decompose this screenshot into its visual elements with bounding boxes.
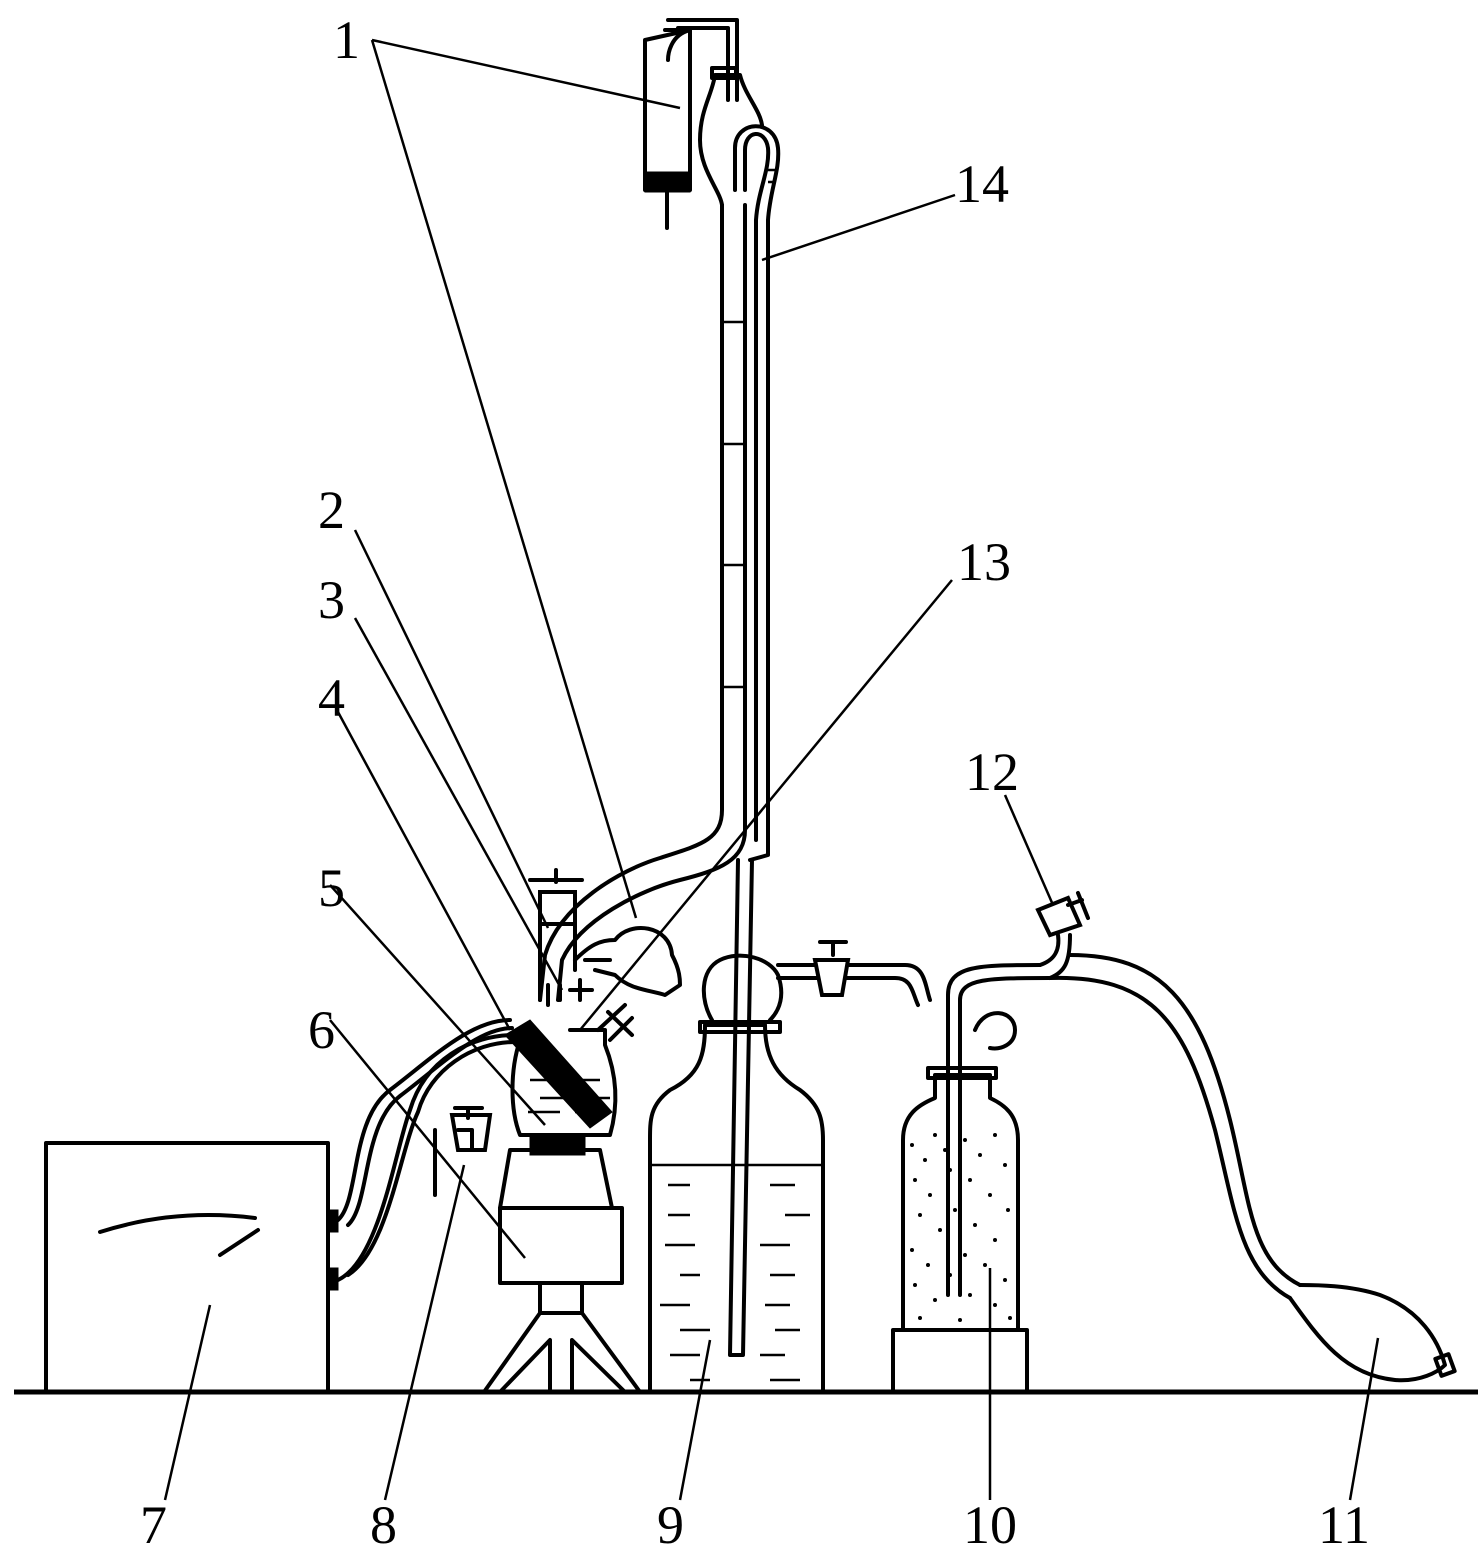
aspirator-assembly	[1035, 891, 1457, 1383]
burette	[538, 66, 764, 1002]
label-8: 8	[370, 1495, 397, 1547]
label-4: 4	[318, 668, 345, 728]
label-1: 1	[333, 10, 360, 70]
magnetic-stirrer	[482, 1136, 642, 1394]
reservoir-bottle	[643, 18, 739, 230]
stopcock-assembly	[528, 868, 682, 1007]
label-12: 12	[965, 742, 1019, 802]
meter-box	[44, 1141, 339, 1394]
label-7: 7	[140, 1495, 167, 1547]
leader-lines	[163, 38, 1380, 1501]
reaction-flask	[504, 1003, 634, 1137]
label-13: 13	[957, 532, 1011, 592]
connecting-tube	[776, 940, 932, 1007]
label-5: 5	[318, 858, 345, 918]
overflow-tube	[733, 124, 781, 862]
label-3: 3	[318, 570, 345, 630]
electrode-wires	[336, 1018, 517, 1282]
label-2: 2	[318, 480, 345, 540]
drying-bottle	[891, 963, 1052, 1394]
label-9: 9	[657, 1495, 684, 1547]
callout-labels: 1 14 2 13 3 4 12 5 6 7 8 9 10 11	[140, 10, 1370, 1547]
label-11: 11	[1318, 1495, 1370, 1547]
label-10: 10	[963, 1495, 1017, 1547]
label-6: 6	[308, 1000, 335, 1060]
water-bottle	[648, 858, 825, 1394]
label-14: 14	[955, 154, 1009, 214]
side-valve	[433, 1106, 493, 1197]
